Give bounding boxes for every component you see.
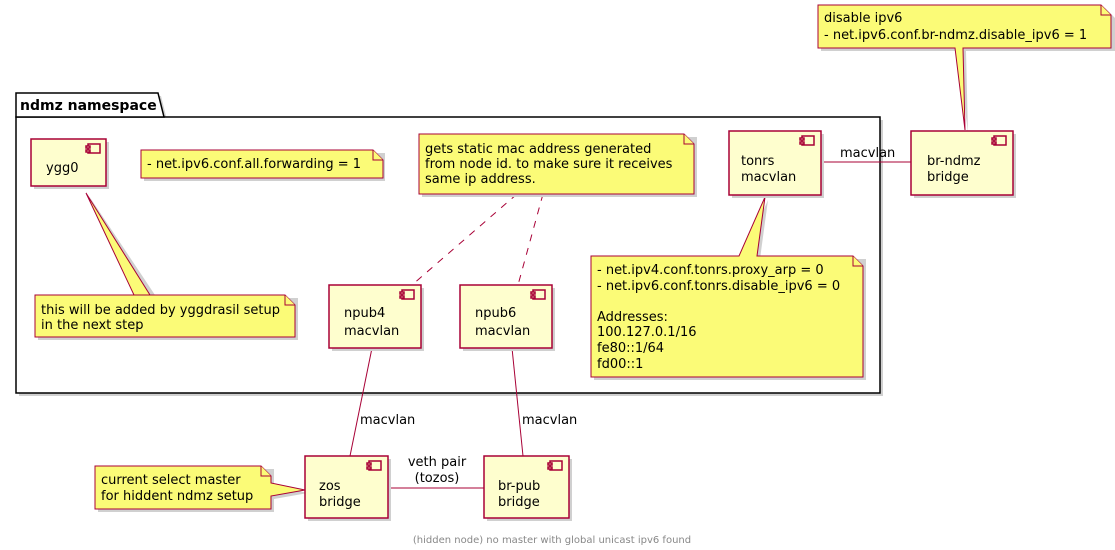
component-br-pub-label2: bridge: [498, 495, 540, 510]
note-yggdrasil-line2: in the next step: [41, 318, 144, 333]
component-br-ndmz: br-ndmz bridge: [910, 130, 1016, 198]
component-tonrs-label2: macvlan: [741, 170, 796, 185]
note-tonrs-conf-line1: - net.ipv4.conf.tonrs.proxy_arp = 0: [597, 263, 824, 278]
edge-label-tozos: (tozos): [415, 471, 460, 486]
note-tonrs-conf: - net.ipv4.conf.tonrs.proxy_arp = 0 - ne…: [590, 196, 866, 380]
dashed-note-npub4: [411, 193, 518, 286]
component-npub4-label2: macvlan: [344, 324, 399, 339]
component-tonrs-label1: tonrs: [741, 154, 775, 169]
note-yggdrasil-line1: this will be added by yggdrasil setup: [41, 303, 280, 318]
dashed-note-npub6: [517, 193, 544, 286]
edge-label-npub4-zos: macvlan: [360, 413, 415, 428]
component-npub6-label2: macvlan: [475, 324, 530, 339]
component-br-pub: br-pub bridge: [483, 455, 572, 521]
note-disable-ipv6-line1: disable ipv6: [824, 11, 902, 26]
edge-label-veth-pair: veth pair: [408, 455, 467, 470]
note-static-mac: gets static mac address generated from n…: [418, 133, 697, 197]
note-static-mac-line2: from node id. to make sure it receives: [425, 157, 673, 172]
edge-label-tonrs-brndmz: macvlan: [840, 146, 895, 161]
note-disable-ipv6-line2: - net.ipv6.conf.br-ndmz.disable_ipv6 = 1: [824, 28, 1087, 43]
note-tonrs-conf-line5: 100.127.0.1/16: [597, 325, 697, 340]
diagram-caption: (hidden node) no master with global unic…: [413, 535, 691, 546]
note-yggdrasil: this will be added by yggdrasil setup in…: [34, 192, 298, 340]
note-static-mac-line3: same ip address.: [425, 172, 536, 187]
edges: [349, 161, 911, 489]
component-npub6: npub6 macvlan: [459, 284, 555, 351]
component-br-ndmz-label2: bridge: [927, 170, 969, 185]
note-master-line1: current select master: [101, 473, 241, 488]
edge-npub4-zos: [349, 347, 373, 457]
component-zos-label2: bridge: [319, 495, 361, 510]
note-master-line2: for hiddent ndmz setup: [101, 489, 253, 504]
component-tonrs: tonrs macvlan: [728, 130, 824, 198]
component-br-pub-label1: br-pub: [498, 479, 540, 494]
note-forwarding: - net.ipv6.conf.all.forwarding = 1: [140, 149, 385, 181]
note-master: current select master for hiddent ndmz s…: [94, 465, 308, 512]
note-static-mac-line1: gets static mac address generated: [425, 142, 651, 157]
note-tonrs-conf-line2: - net.ipv6.conf.tonrs.disable_ipv6 = 0: [597, 279, 840, 294]
note-tonrs-conf-line6: fe80::1/64: [597, 341, 664, 356]
component-npub6-label1: npub6: [475, 306, 516, 321]
edge-label-npub6-brpub: macvlan: [522, 413, 577, 428]
note-tonrs-conf-line7: fd00::1: [597, 357, 643, 372]
component-br-ndmz-label1: br-ndmz: [927, 154, 981, 169]
note-tonrs-conf-line4: Addresses:: [597, 310, 668, 325]
namespace-title: ndmz namespace: [20, 98, 157, 114]
note-disable-ipv6: disable ipv6 - net.ipv6.conf.br-ndmz.dis…: [817, 4, 1115, 133]
note-forwarding-line1: - net.ipv6.conf.all.forwarding = 1: [147, 157, 361, 172]
component-ygg0-label: ygg0: [46, 161, 78, 176]
component-zos: zos bridge: [304, 455, 391, 521]
component-ygg0: ygg0: [30, 138, 109, 189]
component-zos-label1: zos: [319, 479, 341, 494]
component-npub4-label1: npub4: [344, 306, 385, 321]
component-npub4: npub4 macvlan: [328, 284, 424, 351]
edge-npub6-brpub: [511, 347, 524, 457]
